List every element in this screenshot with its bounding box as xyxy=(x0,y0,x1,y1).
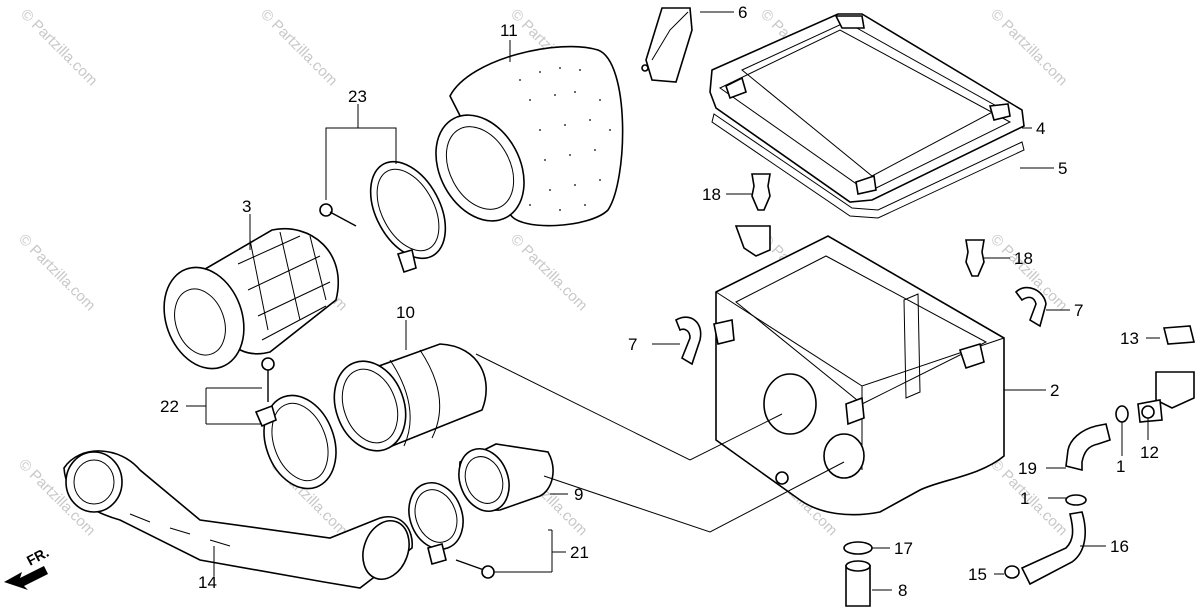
part-3-element-holder[interactable] xyxy=(151,227,339,380)
callout-8: 8 xyxy=(898,581,907,600)
callout-12: 12 xyxy=(1140,443,1159,462)
callout-6: 6 xyxy=(738,3,747,22)
part-1-clip[interactable] xyxy=(1065,494,1087,506)
part-1-clip[interactable] xyxy=(1115,405,1129,423)
part-7-clamp[interactable] xyxy=(1014,286,1047,328)
part-18-grommet[interactable] xyxy=(751,173,771,211)
callout-7: 7 xyxy=(1074,301,1083,320)
part-21-screw[interactable] xyxy=(455,559,495,579)
callout-18: 18 xyxy=(1014,249,1033,268)
part-4-cover[interactable] xyxy=(709,13,1025,203)
part-2-case[interactable] xyxy=(713,225,1005,516)
callout-10: 10 xyxy=(396,303,415,322)
part-22-screw[interactable] xyxy=(261,357,275,402)
part-7-clamp[interactable] xyxy=(674,316,702,366)
part-9-duct[interactable] xyxy=(451,442,554,519)
callout-18: 18 xyxy=(702,185,721,204)
callout-9: 9 xyxy=(574,485,583,504)
watermark: © Partzilla.com xyxy=(507,231,590,314)
callout-7: 7 xyxy=(628,335,637,354)
watermark: © Partzilla.com xyxy=(17,6,100,89)
part-17-band[interactable] xyxy=(843,541,873,555)
part-23-clamp[interactable] xyxy=(355,149,460,274)
part-5-gasket[interactable] xyxy=(711,113,1025,219)
callout-15: 15 xyxy=(968,565,987,584)
part-13-cap[interactable] xyxy=(1162,325,1196,345)
callout-1: 1 xyxy=(1020,489,1029,508)
front-indicator: FR. xyxy=(4,544,51,590)
part-14-intake-pipe[interactable] xyxy=(63,450,417,589)
part-23-screw[interactable] xyxy=(319,203,357,227)
callout-17: 17 xyxy=(894,539,913,558)
part-8-tube[interactable] xyxy=(845,560,871,607)
part-18-grommet[interactable] xyxy=(965,239,985,277)
callout-2: 2 xyxy=(1050,381,1059,400)
part-22-band[interactable] xyxy=(252,385,349,498)
front-label: FR. xyxy=(24,544,51,569)
callout-4: 4 xyxy=(1036,119,1045,138)
callout-21: 21 xyxy=(570,543,589,562)
part-12-drain-fitting[interactable] xyxy=(1137,371,1195,423)
assembly-lines xyxy=(475,353,845,533)
watermark: © Partzilla.com xyxy=(987,6,1070,89)
watermark: © Partzilla.com xyxy=(15,231,98,314)
callout-13: 13 xyxy=(1120,329,1139,348)
callout-11: 11 xyxy=(500,21,518,40)
part-10-connecting-tube[interactable] xyxy=(322,343,487,461)
part-11-filter[interactable] xyxy=(418,45,624,237)
part-19-elbow-tube[interactable] xyxy=(1065,423,1111,472)
part-6-bracket[interactable] xyxy=(641,7,693,83)
front-arrow-icon xyxy=(4,566,48,590)
callout-3: 3 xyxy=(242,197,251,216)
watermark: © Partzilla.com xyxy=(987,231,1070,314)
part-21-band[interactable] xyxy=(400,475,472,565)
callout-14: 14 xyxy=(198,573,217,592)
leader-lines xyxy=(186,11,1160,591)
callout-19: 19 xyxy=(1018,459,1037,478)
callout-labels: 11 6 23 4 5 18 3 18 7 10 13 7 2 22 12 1 … xyxy=(160,3,1159,600)
callout-1: 1 xyxy=(1116,457,1125,476)
callout-23: 23 xyxy=(348,87,367,106)
part-16-hose[interactable] xyxy=(1020,511,1086,586)
watermark: © Partzilla.com xyxy=(257,6,340,89)
callout-16: 16 xyxy=(1110,537,1129,556)
callout-5: 5 xyxy=(1058,159,1067,178)
part-15-clip[interactable] xyxy=(1004,565,1020,579)
callout-22: 22 xyxy=(160,397,179,416)
